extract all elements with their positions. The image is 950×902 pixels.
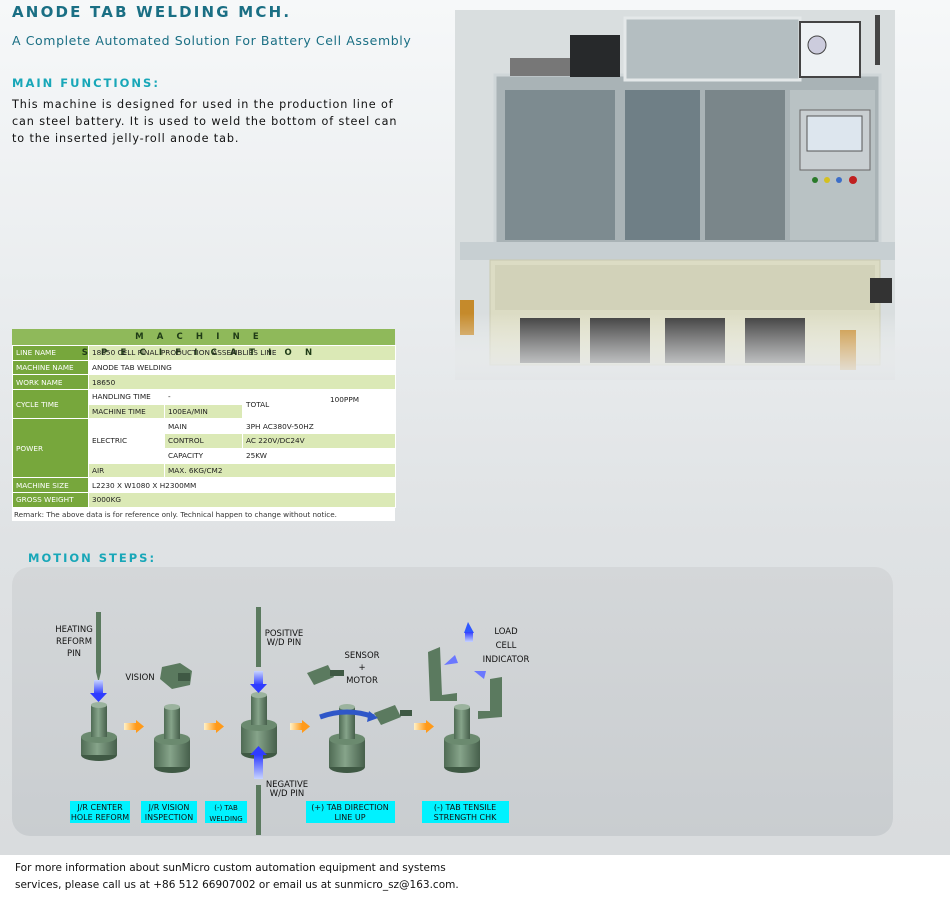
callout-sensor-3: MOTOR [346,676,378,686]
step-2-label-2: INSPECTION [145,813,193,822]
flow-arrow-4 [414,720,434,733]
table-row: CAPACITY 25KW [13,447,397,464]
motion-steps-panel [12,567,893,836]
page-title: ANODE TAB WELDING MCH. [12,3,292,21]
spec-label: MACHINE SIZE [12,477,89,493]
callout-sensor-1: SENSOR [344,651,379,661]
spec-sublabel: TOTAL [242,389,327,420]
table-row: GROSS WEIGHT 3000KG [12,491,397,508]
heating-pin [90,612,107,702]
spec-label: GROSS WEIGHT [12,491,89,508]
callout-negative-1: NEGATIVE [266,780,308,790]
footer-line-1: For more information about sunMicro cust… [15,862,446,874]
callout-vision: VISION [125,673,154,683]
step-5-label-1: (-) TAB TENSILE [434,803,496,812]
spec-title: MACHINE SPECIFICATION [12,329,395,358]
callout-load-3: INDICATOR [483,655,530,665]
cell-part-1 [81,702,117,761]
callout-load-1: LOAD [494,627,518,637]
vision-camera [160,663,192,689]
spec-value: L2230 X W1080 X H2300MM [87,477,397,493]
footer-contact: For more information about sunMicro cust… [0,855,950,902]
spec-value: 100PPM [325,389,397,420]
machine-spec-table: MACHINE SPECIFICATION LINE NAME 18650 CE… [12,329,397,521]
spec-value: ANODE TAB WELDING [87,359,397,376]
table-row: AIR MAX. 6KG/CM2 [13,462,397,479]
motion-steps-diagram: HEATING REFORM PIN VISION POSITIVE W/D P… [55,607,530,835]
table-row: WORK NAME 18650 [12,374,397,391]
sensor-motor [307,665,412,725]
spec-label: POWER [12,418,89,479]
step-4-label-2: LINE UP [334,813,365,822]
main-functions-heading: MAIN FUNCTIONS: [12,76,160,90]
spec-value: AC 220V/DC24V [241,433,397,449]
callout-positive-2: W/D PIN [267,638,302,648]
callout-heating-1: HEATING [55,625,93,635]
up-arrow-icon [250,746,267,755]
cell-part-4 [329,704,365,773]
callout-heating-3: PIN [67,649,81,659]
spec-value: 18650 [87,374,397,391]
main-functions-text: This machine is designed for used in the… [12,98,398,145]
spec-sublabel: CONTROL [164,433,243,449]
positive-pin [250,607,267,693]
spec-value: MAX. 6KG/CM2 [163,462,397,479]
negative-pin [250,746,267,835]
callout-heating-2: REFORM [56,637,92,647]
spec-value: 25KW [241,447,397,464]
spec-remark: Remark: The above data is for reference … [12,507,395,521]
step-4-label-1: (+) TAB DIRECTION [311,803,389,812]
callout-negative-2: W/D PIN [270,789,305,799]
flow-arrow-3 [290,720,310,733]
spec-label: LINE NAME [12,345,89,361]
spec-sublabel: ELECTRIC [88,418,165,464]
spec-label: CYCLE TIME [12,389,89,420]
down-arrow-icon [254,671,263,685]
callout-sensor-2: + [358,663,365,673]
load-cell [428,622,502,719]
table-row: MACHINE TIME 100EA/MIN [13,403,396,420]
step-5-label-2: STRENGTH CHK [434,813,498,822]
step-1-label-2: HOLE REFORM [71,813,129,822]
motion-steps-heading: MOTION STEPS: [28,551,157,565]
machine-photo [455,10,895,380]
table-row: CONTROL AC 220V/DC24V [13,433,397,449]
down-arrow-icon [94,680,103,694]
table-row: CYCLE TIME HANDLING TIME - TOTAL 100PPM [12,389,397,420]
table-row: MACHINE SIZE L2230 X W1080 X H2300MM [12,477,397,493]
table-row: MACHINE NAME ANODE TAB WELDING [12,359,397,376]
page-subtitle: A Complete Automated Solution For Batter… [12,33,412,48]
footer-line-2: services, please call us at +86 512 6690… [15,879,459,891]
step-1-label-1: J/R CENTER [76,803,123,812]
table-row: LINE NAME 18650 CELL FINAL PRODUCTION AS… [12,345,397,361]
callout-positive-1: POSITIVE [265,629,304,639]
spec-value: 3000KG [87,491,397,508]
spec-sublabel: CAPACITY [164,447,243,464]
step-3-label-2: WELDING [209,815,242,823]
spec-value: 18650 CELL FINAL PRODUCTION ASSEMBLIES L… [87,345,397,361]
spec-sublabel: MACHINE TIME [88,403,165,420]
up-arrow-icon [464,622,474,633]
spec-value: - [164,389,243,405]
table-row: POWER ELECTRIC MAIN 3PH AC380V-50HZ [12,418,397,479]
flow-arrow-2 [204,720,224,733]
step-2-label-1: J/R VISION [148,803,190,812]
spec-sublabel: AIR [88,462,165,479]
spec-value: 3PH AC380V-50HZ [241,418,397,435]
flow-arrow-1 [124,720,144,733]
cell-part-5 [444,704,480,773]
callout-load-2: CELL [496,641,517,651]
spec-sublabel: HANDLING TIME [88,389,165,405]
spec-label: MACHINE NAME [12,359,89,376]
step-3-label-1: (-) TAB [214,804,238,812]
cell-part-2 [154,704,190,773]
spec-value: 100EA/MIN [164,403,243,420]
spec-label: WORK NAME [12,374,89,391]
spec-sublabel: MAIN [164,418,243,435]
